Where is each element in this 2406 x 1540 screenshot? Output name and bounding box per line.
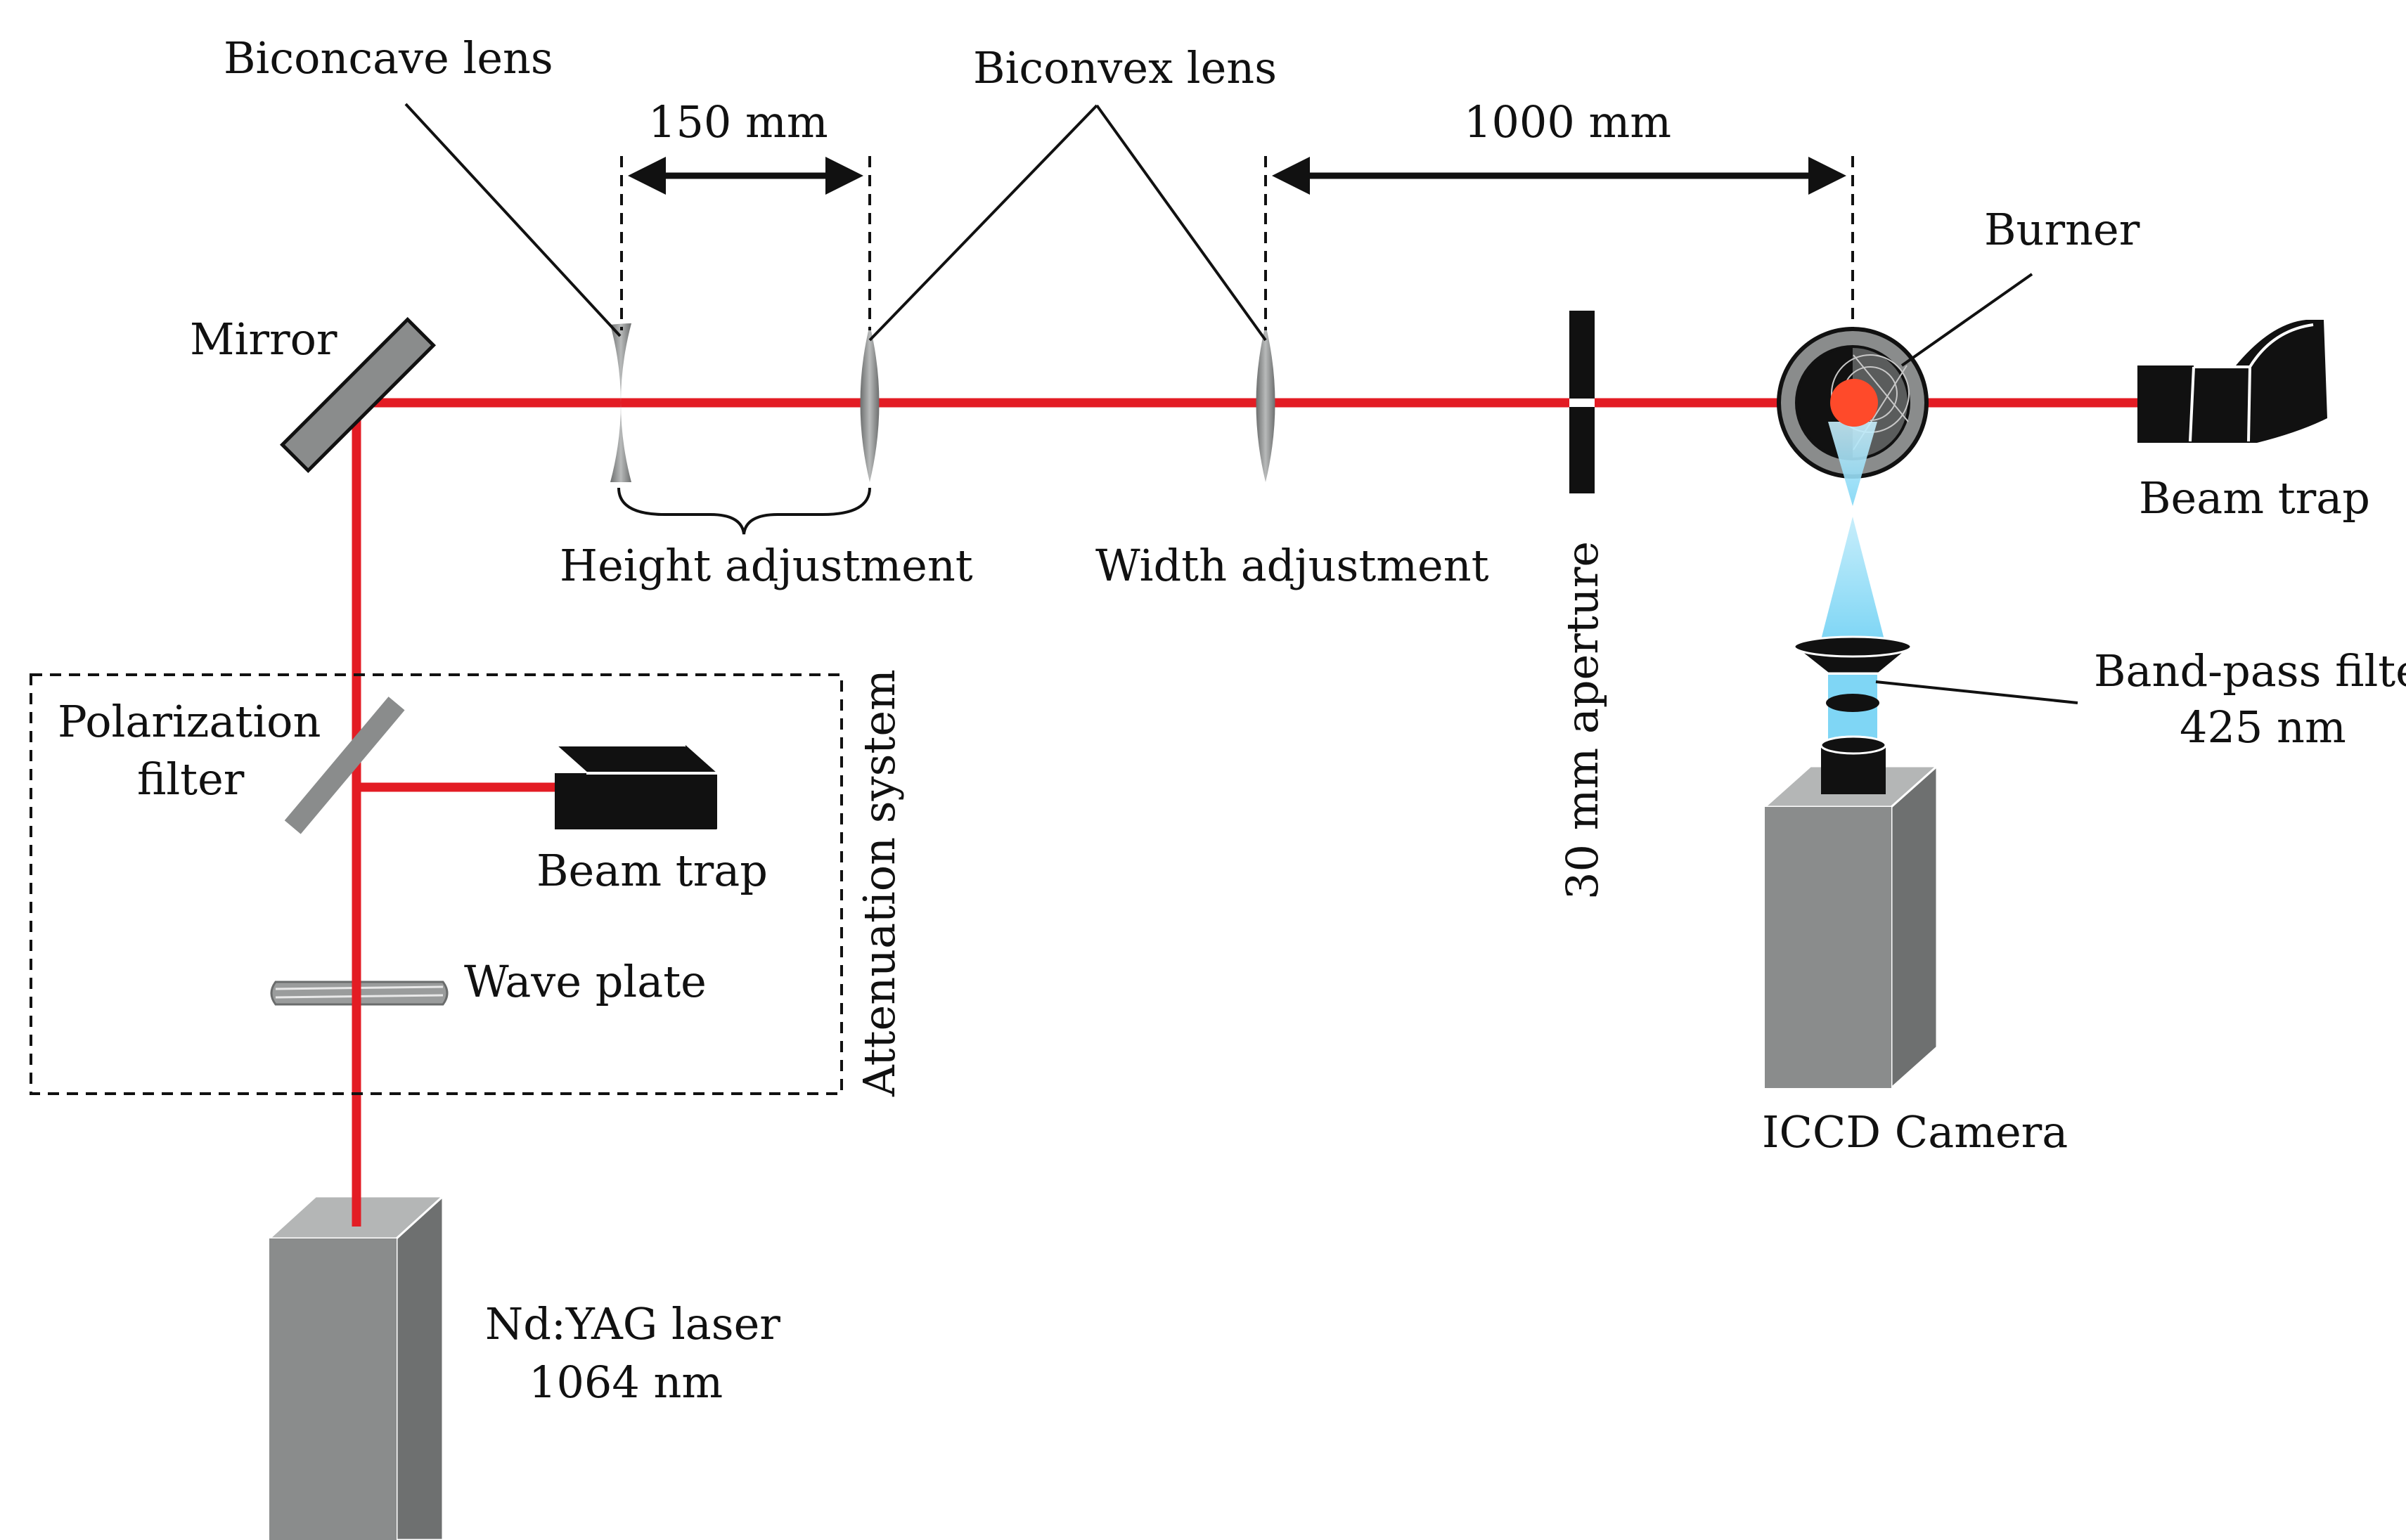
biconvex-lens-leader-2 (1095, 104, 1267, 342)
biconvex-lens-leader-1 (868, 104, 1098, 342)
biconcave-lens-leader (404, 103, 622, 337)
biconcave-lens-label: Biconcave lens (224, 32, 553, 84)
nd-yag-laser (266, 1193, 446, 1540)
band-pass-filter-label-line1: Band-pass filter (2094, 645, 2406, 697)
burner-label: Burner (1984, 204, 2140, 255)
biconvex-lens-label: Biconvex lens (973, 42, 1277, 93)
biconcave-lens (610, 323, 631, 482)
height-adjustment-brace (617, 487, 871, 535)
beam-trap-right (2137, 320, 2327, 443)
fluorescence-cone-upper (1828, 422, 1877, 506)
polarization-filter-label-line2: filter (137, 753, 245, 805)
icc-camera-label: ICCD Camera (1762, 1106, 2068, 1158)
fluorescence-cone-lower (1821, 517, 1884, 640)
beam-trap-left (551, 744, 721, 829)
dim-150-label: 150 mm (648, 96, 828, 148)
laser-label-line1: Nd:YAG laser (485, 1298, 780, 1350)
wave-plate-label: Wave plate (464, 956, 707, 1007)
dim-1000-label: 1000 mm (1464, 96, 1671, 148)
polarization-filter (284, 697, 405, 834)
focal-spot (1830, 379, 1878, 427)
biconvex-lens-1 (860, 325, 880, 482)
mirror (279, 316, 437, 474)
band-pass-filter-label-line2: 425 nm (2180, 701, 2346, 753)
beam-trap-right-label: Beam trap (2139, 472, 2370, 524)
burner (1777, 327, 1929, 479)
laser-label-line2: 1064 nm (529, 1357, 723, 1408)
aperture-label: 30 mm aperture (1557, 541, 1608, 900)
height-adjustment-label: Height adjustment (560, 540, 973, 591)
attenuation-system-box (30, 673, 843, 1095)
band-pass-filter-leader (1875, 680, 2078, 704)
mirror-label: Mirror (190, 313, 337, 365)
iccd-camera (1762, 735, 1940, 1091)
attenuation-system-label: Attenuation system (854, 669, 905, 1097)
polarization-filter-label-line1: Polarization (58, 696, 321, 747)
burner-leader (1900, 273, 2033, 367)
wave-plate (270, 970, 449, 1016)
biconvex-lens-2 (1256, 325, 1275, 482)
width-adjustment-label: Width adjustment (1095, 540, 1489, 591)
beam-trap-left-label: Beam trap (536, 845, 768, 896)
